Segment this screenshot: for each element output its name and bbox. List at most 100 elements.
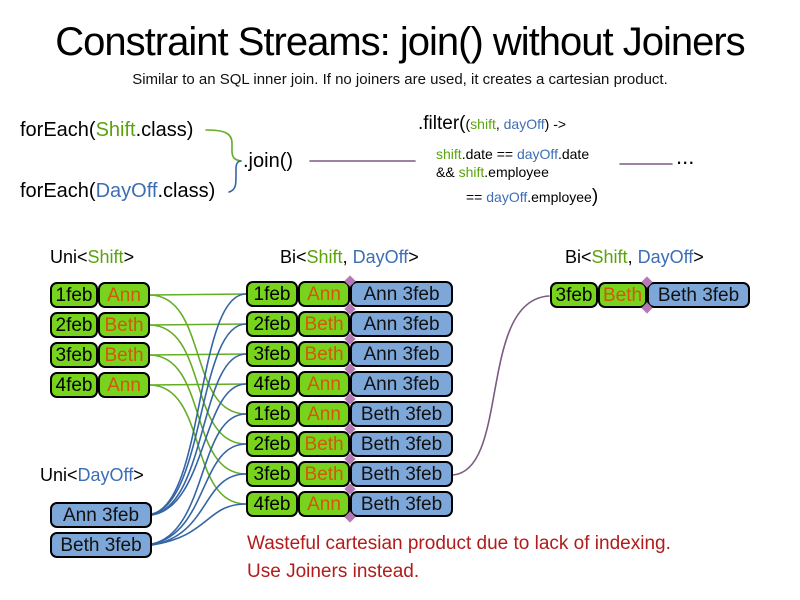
- joined-date-cell: 2feb: [246, 431, 298, 457]
- code-filter-line2: shift.date == dayOff.date: [436, 146, 589, 162]
- joined-row: 2feb Beth Beth 3feb: [246, 431, 453, 457]
- joined-name-cell: Beth: [298, 461, 350, 487]
- joined-dayoff-cell: Beth 3feb: [350, 461, 453, 487]
- label-text: >: [133, 465, 144, 485]
- joined-dayoff-cell: Ann 3feb: [350, 371, 453, 397]
- code-ellipsis: ...: [676, 144, 695, 169]
- dayoff-type-token: DayOff: [637, 247, 694, 267]
- label-uni-shift: Uni<Shift>: [50, 247, 134, 268]
- dayoff-arg-token: dayOff: [503, 116, 545, 132]
- joined-row: 1feb Ann Ann 3feb: [246, 281, 453, 307]
- shift-row: 3feb Beth: [50, 342, 150, 368]
- joined-date-cell: 2feb: [246, 311, 298, 337]
- filter-keyword: .filter(: [418, 113, 466, 134]
- joined-dayoff-cell: Beth 3feb: [350, 491, 453, 517]
- code-text: ,: [495, 116, 504, 132]
- warning-note-line: Wasteful cartesian product due to lack o…: [247, 533, 671, 554]
- page-subtitle: Similar to an SQL inner join. If no join…: [132, 71, 668, 88]
- label-text: >: [693, 247, 704, 267]
- joined-date-cell: 3feb: [246, 461, 298, 487]
- warning-note: Wasteful cartesian product due to lack o…: [247, 530, 671, 586]
- code-text: &&: [436, 164, 459, 180]
- code-text: .employee: [484, 164, 549, 180]
- joined-name-cell: Ann: [298, 281, 350, 307]
- warning-note-line: Use Joiners instead.: [247, 561, 420, 582]
- joined-date-cell: 3feb: [246, 341, 298, 367]
- shift-type-token: Shift: [87, 247, 124, 267]
- shift-row: 4feb Ann: [50, 372, 150, 398]
- shift-row: 2feb Beth: [50, 312, 150, 338]
- code-text: .employee: [527, 189, 592, 205]
- dayoff-type-token: DayOff: [77, 465, 134, 485]
- joined-row: 1feb Ann Beth 3feb: [246, 401, 453, 427]
- code-text: forEach(: [20, 180, 96, 202]
- shift-type-token: Shift: [591, 247, 628, 267]
- code-text: ): [591, 186, 599, 207]
- dayoff-type-token: DayOff: [352, 247, 409, 267]
- code-join: .join(): [243, 150, 294, 172]
- label-bi-right: Bi<Shift, DayOff>: [565, 247, 704, 268]
- dayoff-class-token: DayOff: [95, 180, 158, 202]
- shift-join-lines: [149, 293, 247, 505]
- joined-date-cell: 4feb: [246, 371, 298, 397]
- code-foreach-shift: forEach(Shift.class): [20, 119, 193, 142]
- label-text: Bi<: [280, 247, 307, 267]
- joined-row: 3feb Beth Ann 3feb: [246, 341, 453, 367]
- code-foreach-dayoff: forEach(DayOff.class): [20, 180, 215, 203]
- shift-type-token: Shift: [306, 247, 343, 267]
- code-text: ==: [466, 189, 487, 205]
- dayoff-cell: Beth 3feb: [50, 532, 152, 558]
- dayoff-cell: Ann 3feb: [50, 502, 152, 528]
- code-text: ) ->: [544, 116, 567, 132]
- code-filter-line1: .filter((shift, dayOff) ->: [418, 113, 566, 135]
- joined-row: 4feb Ann Ann 3feb: [246, 371, 453, 397]
- code-text: (: [465, 116, 471, 132]
- filtered-result-line: [452, 295, 550, 476]
- code-filter-line3: && shift.employee: [436, 164, 549, 180]
- code-text: .class): [157, 180, 216, 202]
- joined-row: 2feb Beth Ann 3feb: [246, 311, 453, 337]
- dayoff-row: Beth 3feb: [50, 532, 152, 558]
- joined-name-cell: Beth: [298, 341, 350, 367]
- shift-date-cell: 4feb: [50, 372, 98, 398]
- brace-shift-line: [205, 129, 242, 162]
- dayoff-row: Ann 3feb: [50, 502, 152, 528]
- dayoff-arg-token: dayOff: [516, 146, 558, 162]
- shift-name-cell: Beth: [98, 312, 150, 338]
- shift-date-cell: 3feb: [50, 342, 98, 368]
- code-text: .date: [557, 146, 590, 162]
- joined-name-cell: Beth: [298, 431, 350, 457]
- joined-date-cell: 1feb: [246, 281, 298, 307]
- shift-name-cell: Ann: [98, 372, 150, 398]
- shift-date-cell: 2feb: [50, 312, 98, 338]
- shift-name-cell: Ann: [98, 282, 150, 308]
- dayoff-join-lines: [151, 293, 247, 546]
- joined-date-cell: 1feb: [246, 401, 298, 427]
- joined-dayoff-cell: Ann 3feb: [350, 341, 453, 367]
- result-dayoff-cell: Beth 3feb: [647, 282, 750, 308]
- shift-class-token: Shift: [95, 119, 136, 141]
- shift-arg-token: shift: [470, 116, 496, 132]
- page-title: Constraint Streams: join() without Joine…: [55, 20, 745, 64]
- result-row: 3feb Beth Beth 3feb: [550, 282, 750, 308]
- code-text: .date ==: [461, 146, 517, 162]
- result-name-cell: Beth: [598, 282, 647, 308]
- code-text: forEach(: [20, 119, 96, 141]
- label-text: Bi<: [565, 247, 592, 267]
- joined-dayoff-cell: Ann 3feb: [350, 281, 453, 307]
- joined-name-cell: Ann: [298, 371, 350, 397]
- brace-dayoff-line: [228, 160, 242, 193]
- label-text: ,: [627, 247, 638, 267]
- joined-row: 4feb Ann Beth 3feb: [246, 491, 453, 517]
- result-date-cell: 3feb: [550, 282, 598, 308]
- shift-arg-token: shift: [436, 146, 462, 162]
- label-text: >: [408, 247, 419, 267]
- joined-date-cell: 4feb: [246, 491, 298, 517]
- joined-name-cell: Ann: [298, 491, 350, 517]
- label-text: Uni<: [40, 465, 78, 485]
- shift-arg-token: shift: [458, 164, 485, 180]
- joined-dayoff-cell: Ann 3feb: [350, 311, 453, 337]
- code-filter-line4: == dayOff.employee): [466, 186, 598, 208]
